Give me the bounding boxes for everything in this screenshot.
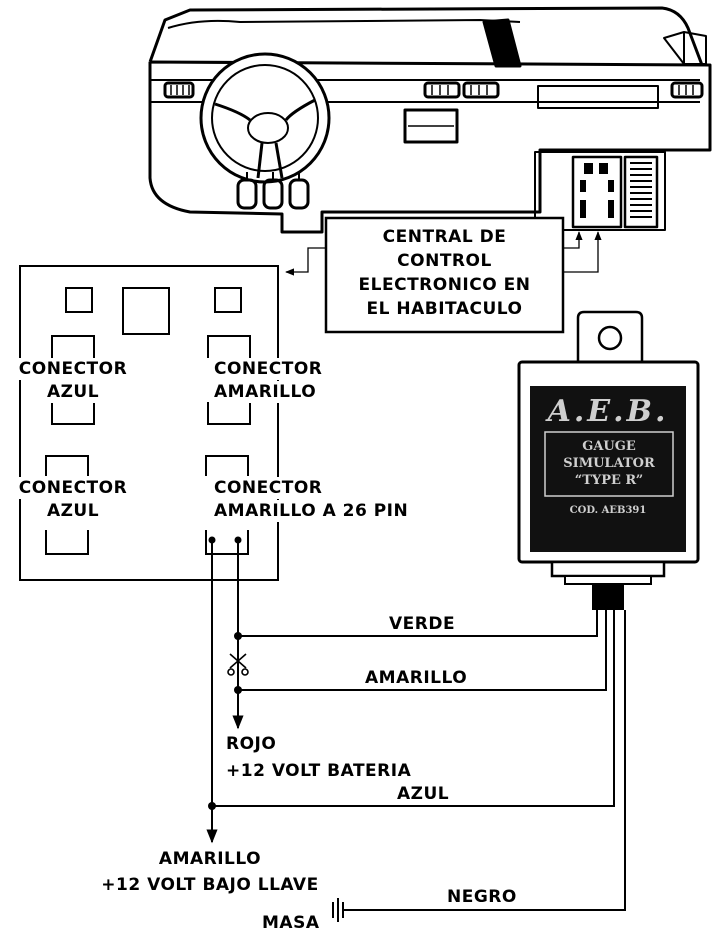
dashboard-illustration [148, 6, 712, 234]
wire-label-amarillo: AMARILLO [365, 668, 468, 688]
connector-bottom-left-line-2: AZUL [30, 500, 116, 522]
connector-bottom-right-line-1: CONECTOR [214, 477, 323, 499]
wires [206, 540, 626, 911]
gauge-simulator-module [517, 310, 700, 610]
ground-label-masa: MASA [262, 913, 320, 933]
wire-label-rojo: ROJO [226, 734, 277, 754]
central-label-box [324, 216, 565, 334]
connector-top-left-line-2: AZUL [30, 381, 116, 403]
wire-label-negro: NEGRO [447, 887, 517, 907]
ground-symbol-icon [332, 898, 344, 922]
wire-label-amarillo-llave: AMARILLO [158, 849, 262, 869]
module-brand: A.E.B. [547, 394, 669, 429]
wire-label-amarillo-llave-voltage: +12 VOLT BAJO LLAVE [101, 875, 319, 895]
connector-top-left-line-1: CONECTOR [2, 358, 144, 380]
connector-bottom-left-line-1: CONECTOR [2, 477, 144, 499]
scissors-icon [227, 653, 249, 676]
connector-bottom-right-line-2: AMARILLO A 26 PIN [214, 500, 409, 522]
connector-top-right-line-1: CONECTOR [214, 358, 323, 380]
module-product-line-3: “TYPE R” [574, 473, 644, 488]
connector-panel [19, 265, 279, 581]
module-product-line-2: SIMULATOR [563, 456, 655, 471]
central-label-line-4: EL HABITACULO [366, 299, 523, 319]
wire-label-verde: VERDE [389, 614, 456, 634]
leader-lines [285, 231, 602, 276]
central-label-line-1: CENTRAL DE [382, 227, 507, 247]
central-label-line-3: ELECTRONICO EN [358, 275, 531, 295]
connector-top-right-line-2: AMARILLO [214, 381, 317, 403]
wire-junctions [208, 536, 242, 810]
wire-label-rojo-voltage: +12 VOLT BATERIA [226, 761, 412, 781]
module-product-line-1: GAUGE [582, 439, 636, 454]
module-code: COD. AEB391 [569, 505, 647, 516]
central-label-line-2: CONTROL [397, 251, 492, 271]
wire-label-azul: AZUL [397, 784, 450, 804]
